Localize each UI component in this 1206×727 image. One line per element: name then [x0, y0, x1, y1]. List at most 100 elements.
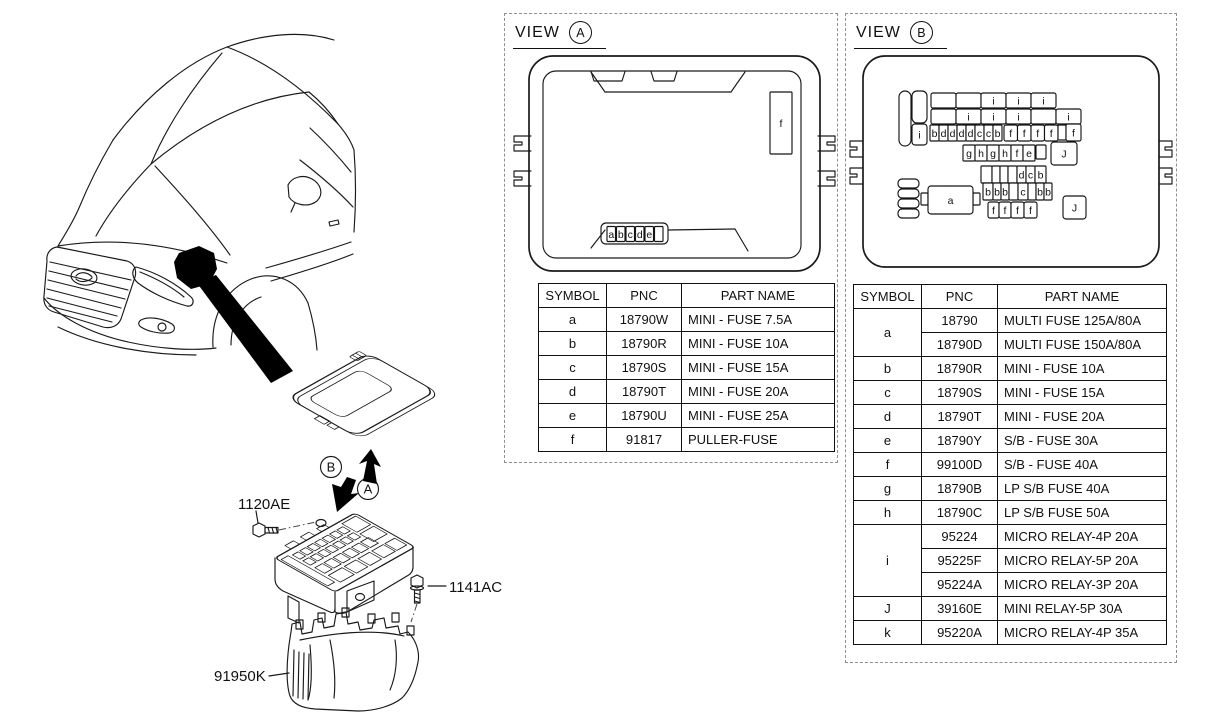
location-arrow: [197, 275, 293, 383]
leader-line-1141ac: [410, 603, 418, 623]
svg-text:b: b: [1037, 186, 1043, 198]
svg-text:f: f: [1072, 127, 1075, 139]
part-name-cell: S/B - FUSE 40A: [997, 452, 1167, 477]
view-b-letter-badge: B: [909, 21, 933, 44]
svg-text:b: b: [932, 128, 938, 140]
svg-text:f: f: [1004, 205, 1007, 217]
view-b-title: VIEW B: [854, 21, 947, 49]
pnc-cell: 95225F: [921, 548, 998, 573]
side-tab-icon: [817, 135, 836, 152]
svg-text:i: i: [918, 129, 920, 141]
svg-text:d: d: [950, 128, 956, 140]
symbol-header: SYMBOL: [538, 283, 607, 308]
svg-text:i: i: [1042, 95, 1044, 107]
symbol-cell: c: [538, 355, 607, 380]
removal-arrow-b: [332, 477, 359, 512]
pnc-cell: 18790D: [921, 332, 998, 357]
side-tab-icon: [1158, 167, 1173, 185]
part-name-cell: MINI - FUSE 25A: [681, 403, 835, 428]
part-name-cell: MINI - FUSE 15A: [681, 355, 835, 380]
left-illustration: B A 1120AE 1: [43, 33, 502, 712]
table-header-row: SYMBOL PNC PART NAME: [853, 284, 1167, 309]
pnc-cell: 95220A: [921, 620, 998, 645]
svg-text:c: c: [628, 229, 633, 241]
pnc-cell: 18790: [921, 308, 998, 333]
fuse-box-body: [274, 513, 414, 624]
svg-text:f: f: [1023, 128, 1026, 140]
svg-text:g: g: [990, 148, 996, 160]
svg-text:J: J: [1061, 148, 1066, 160]
pnc-cell: 18790S: [606, 355, 682, 380]
callout-a-label: A: [364, 482, 373, 497]
symbol-cell: i: [853, 524, 922, 597]
svg-text:d: d: [968, 128, 974, 140]
pnc-cell: 18790W: [606, 307, 682, 332]
svg-text:e: e: [646, 229, 652, 241]
part-name-cell: MINI - FUSE 20A: [997, 404, 1167, 429]
svg-text:f: f: [1016, 205, 1019, 217]
pnc-cell: 18790B: [921, 476, 998, 501]
pnc-header: PNC: [606, 283, 682, 308]
svg-text:J: J: [1072, 202, 1077, 214]
svg-text:d: d: [941, 128, 947, 140]
part-name-cell: MICRO RELAY-5P 20A: [997, 548, 1167, 573]
svg-text:h: h: [978, 148, 984, 160]
svg-text:c: c: [1020, 186, 1025, 198]
svg-text:f: f: [1036, 128, 1039, 140]
removal-arrow-a: [359, 449, 381, 484]
pnc-cell: 18790R: [606, 331, 682, 356]
label-leader-1120ae: [255, 510, 259, 524]
svg-text:f: f: [1009, 128, 1012, 140]
car-illustration: [43, 33, 357, 356]
svg-text:a: a: [608, 229, 614, 241]
part-name-header: PART NAME: [681, 283, 835, 308]
symbol-cell: a: [538, 307, 607, 332]
label-leader-91950k: [268, 672, 290, 677]
svg-text:f: f: [1016, 148, 1019, 160]
symbol-cell: g: [853, 476, 922, 501]
svg-text:f: f: [1029, 205, 1032, 217]
pnc-cell: 18790T: [921, 404, 998, 429]
svg-text:d: d: [959, 128, 965, 140]
leader-line-1120ae: [278, 521, 317, 531]
part-name-cell: MULTI FUSE 150A/80A: [997, 332, 1167, 357]
svg-text:f: f: [1050, 128, 1053, 140]
part-name-cell: MICRO RELAY-4P 35A: [997, 620, 1167, 645]
svg-text:f: f: [992, 205, 995, 217]
svg-text:i: i: [1017, 95, 1019, 107]
bolt-1120ae-icon: [252, 522, 279, 538]
label-1120ae: 1120AE: [238, 496, 290, 513]
symbol-cell: d: [853, 404, 922, 429]
symbol-cell: f: [538, 427, 607, 452]
symbol-cell: e: [853, 428, 922, 453]
part-name-cell: MULTI FUSE 125A/80A: [997, 308, 1167, 333]
svg-text:e: e: [1026, 148, 1032, 160]
svg-text:d: d: [1019, 169, 1025, 181]
symbol-cell: J: [853, 596, 922, 621]
fog-lamp: [138, 317, 175, 334]
svg-text:i: i: [1067, 111, 1069, 123]
svg-text:g: g: [966, 148, 972, 160]
part-name-cell: MINI - FUSE 15A: [997, 380, 1167, 405]
svg-text:i: i: [967, 111, 969, 123]
svg-text:c: c: [1028, 169, 1033, 181]
symbol-cell: e: [538, 403, 607, 428]
